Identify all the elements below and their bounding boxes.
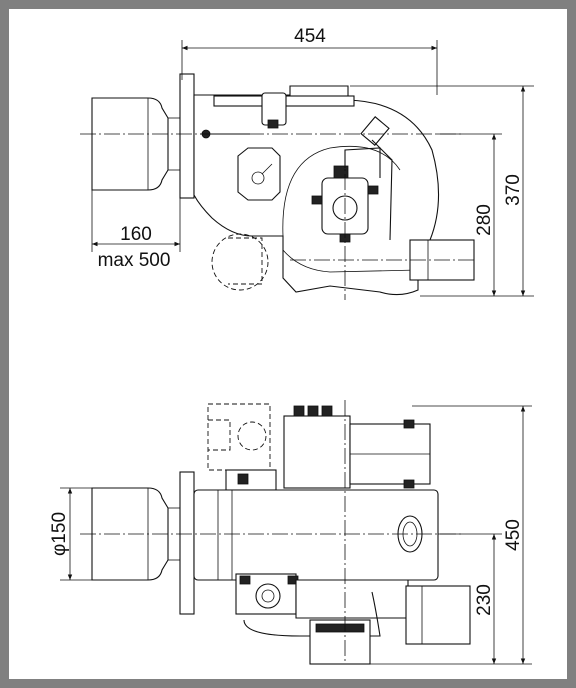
bottom-housing <box>193 489 439 581</box>
top-housing <box>193 85 475 296</box>
top-view: 454 370 280 160 max 500 <box>80 26 534 300</box>
top-flange <box>179 73 195 199</box>
top-control-box <box>237 147 281 201</box>
dim-454-label: 454 <box>294 26 326 47</box>
dim-450-label: 450 <box>503 519 524 551</box>
bottom-valve <box>255 583 281 609</box>
bottom-control-box <box>283 415 351 489</box>
dim-max500-label: max 500 <box>98 250 171 271</box>
bottom-outlet <box>405 585 471 645</box>
dim-280-label: 280 <box>474 204 495 236</box>
top-optional-circle <box>211 233 269 291</box>
top-blast-tube <box>91 97 169 191</box>
bottom-view: φ150 450 230 <box>49 400 532 665</box>
bottom-flange <box>179 471 195 615</box>
dim-phi150-label: φ150 <box>49 512 70 556</box>
dim-230-label: 230 <box>474 584 495 616</box>
dim-160-label: 160 <box>120 224 152 245</box>
dim-370-label: 370 <box>503 174 524 206</box>
